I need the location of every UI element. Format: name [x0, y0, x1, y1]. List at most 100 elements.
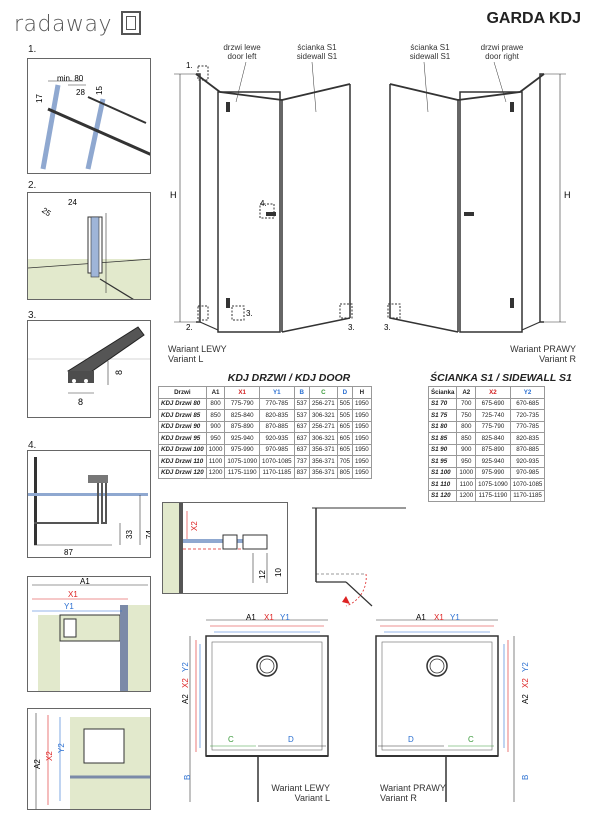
wall_table-cell: 1070-1085: [509, 478, 546, 491]
wall_table-header-3: Y2: [509, 386, 546, 399]
d6-a2: A2: [33, 759, 42, 769]
door_table-cell: 1950: [351, 443, 372, 456]
door_table-cell: KDJ Drzwi 110: [158, 455, 207, 468]
d3-8a: 8: [114, 370, 124, 375]
door_table-cell: 637: [293, 420, 310, 433]
plan-left-drawing: A1 X1 Y1 A2 X2 Y2 B C D: [181, 614, 329, 802]
right-variant-en: Variant R: [539, 354, 576, 364]
door_table-header-1: A1: [205, 386, 226, 399]
wall_table-cell: 720-735: [509, 409, 546, 422]
wall_table-cell: 800: [456, 420, 477, 433]
door_table-cell: 737: [293, 455, 310, 468]
door_table-cell: KDJ Drzwi 90: [158, 420, 207, 433]
left-side-caption-pl: ścianka S1: [297, 43, 337, 52]
door_table-header-2: X1: [224, 386, 261, 399]
d5-x1: X1: [68, 590, 78, 599]
wall_table-cell: 925-940: [475, 455, 511, 468]
door_table-cell: 537: [293, 409, 310, 422]
d6-x2: X2: [45, 751, 54, 761]
d4-87: 87: [64, 548, 73, 557]
wall_table-cell: 950: [456, 455, 477, 468]
left-elevation-drawing: 1. 4. 2. 3. 3. H: [170, 61, 355, 333]
wall_table-cell: 775-790: [475, 420, 511, 433]
wall_table-cell: 920-935: [509, 455, 546, 468]
door_table-cell: 605: [336, 432, 353, 445]
pr-x2: X2: [521, 678, 530, 688]
detail-2-number: 2.: [28, 180, 37, 191]
wall_table-cell: S1 90: [427, 443, 458, 456]
pl-d: D: [288, 735, 294, 744]
door_table-cell: 775-790: [224, 397, 261, 410]
door_table-cell: 837: [293, 466, 310, 479]
right-variant-pl: Wariant PRAWY: [510, 344, 576, 354]
left-marker-3a: 3.: [246, 309, 253, 318]
wall_table-cell: S1 100: [427, 466, 458, 479]
detail-6-drawing: A2 X2 Y2: [27, 708, 151, 810]
wall_table-cell: 1170-1185: [509, 489, 546, 502]
left-marker-1: 1.: [186, 61, 193, 70]
door-swing-drawing: [312, 507, 406, 607]
detail-2-drawing: 25 24: [27, 192, 151, 300]
wall_table-cell: 1100: [456, 478, 477, 491]
d4-33: 33: [125, 530, 134, 539]
detail-1-drawing: min. 80 17 28 15: [27, 58, 151, 174]
door_table-cell: 975-990: [224, 443, 261, 456]
door_table-cell: 1950: [351, 455, 372, 468]
door_table-cell: 1950: [351, 409, 372, 422]
door_table-cell: 900: [205, 420, 226, 433]
wall_table-cell: 1075-1090: [475, 478, 511, 491]
d3-8b: 8: [78, 397, 83, 407]
door_table-cell: 256-271: [308, 397, 338, 410]
door_table-cell: 970-985: [259, 443, 295, 456]
wall_table-cell: 750: [456, 409, 477, 422]
door_table-cell: 505: [336, 397, 353, 410]
door_table-cell: 356-371: [308, 455, 338, 468]
wall_table-cell: S1 80: [427, 420, 458, 433]
door_table-cell: KDJ Drzwi 100: [158, 443, 207, 456]
door_table-cell: 825-840: [224, 409, 261, 422]
pl-y1: Y1: [280, 614, 290, 622]
pr-y2: Y2: [521, 662, 530, 672]
wall_table-cell: 725-740: [475, 409, 511, 422]
door_table-cell: 1000: [205, 443, 226, 456]
plan-right-variant-pl: Wariant PRAWY: [380, 783, 446, 793]
brand-logo-mark: [121, 11, 141, 35]
d6-y2: Y2: [57, 743, 66, 753]
pr-a1: A1: [416, 614, 426, 622]
door_table-cell: 820-835: [259, 409, 295, 422]
door_table-cell: 705: [336, 455, 353, 468]
d1-28: 28: [76, 88, 85, 97]
dx2-x2: X2: [190, 521, 199, 531]
wall_table-cell: S1 75: [427, 409, 458, 422]
right-side-caption-pl: ścianka S1: [410, 43, 450, 52]
door_table-header-4: B: [293, 386, 310, 399]
plan-right-drawing: A1 X1 Y1 A2 X2 Y2 B C D: [375, 614, 530, 802]
right-elevation-drawing: 3. H: [384, 61, 571, 333]
door_table-cell: 800: [205, 397, 226, 410]
door_table-header-0: Drzwi: [158, 386, 207, 399]
door_table-cell: 770-785: [259, 397, 295, 410]
d2-24: 24: [68, 198, 77, 207]
door_table-cell: 920-935: [259, 432, 295, 445]
door_table-cell: 306-321: [308, 432, 338, 445]
pr-b: B: [521, 775, 530, 780]
door_table-cell: KDJ Drzwi 85: [158, 409, 207, 422]
door_table-cell: 805: [336, 466, 353, 479]
door_table-cell: 1075-1090: [224, 455, 261, 468]
door_table-cell: 875-890: [224, 420, 261, 433]
wall_table-header-0: Ścianka: [427, 386, 458, 399]
wall_table-cell: 1200: [456, 489, 477, 502]
door_table-cell: 356-371: [308, 466, 338, 479]
door-table-heading: KDJ DRZWI / KDJ DOOR: [227, 372, 351, 384]
